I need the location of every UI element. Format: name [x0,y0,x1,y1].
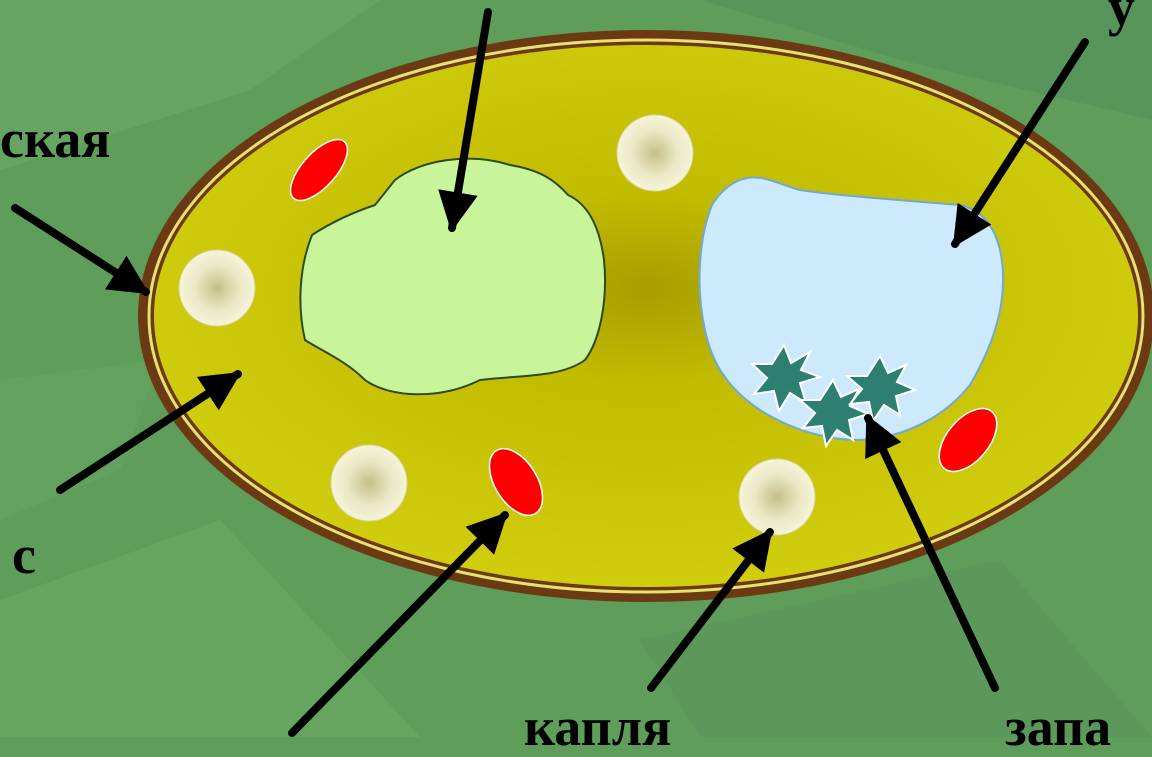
label-drop: капля [524,700,671,754]
cell-body [138,30,1152,602]
droplet [331,445,407,521]
droplet [179,250,255,326]
label-reserve: запа [1005,700,1111,754]
label-vacuole: у [1108,0,1135,34]
label-cytoplasm: с [12,528,36,582]
droplet [617,115,693,191]
droplet [739,459,815,535]
cell-diagram [0,0,1152,737]
label-membrane: ская [0,112,110,166]
